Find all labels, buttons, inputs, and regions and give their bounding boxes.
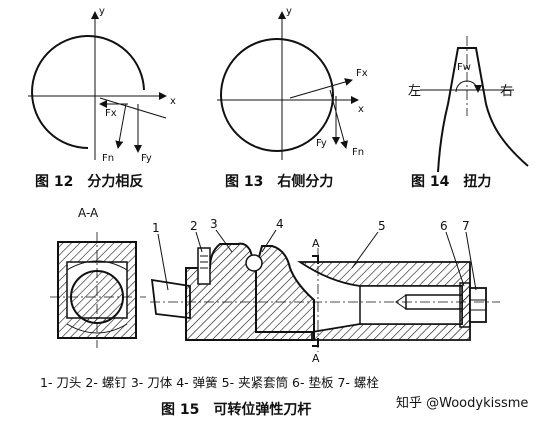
leader-6 [445, 231, 465, 287]
section-bottom-arc [66, 323, 128, 334]
fig14-right-label: 右 [500, 84, 513, 99]
figure-14: Fw 左 右 图 14 扭力 [408, 36, 529, 190]
spring-block [255, 245, 315, 333]
fig12-force-line [99, 97, 167, 119]
leader-7 [465, 231, 477, 291]
fig12-y-label: y [99, 6, 105, 17]
section-mark-bottom [312, 338, 319, 347]
figure-13: y x Fx Fy Fn 图 13 右侧分力 [217, 6, 368, 190]
cutting-head [150, 278, 191, 320]
fig13-y-label: y [286, 6, 292, 17]
fig14-fw-label: Fw [457, 62, 471, 73]
leader-3 [215, 229, 233, 253]
leader-5 [351, 231, 379, 269]
figure-15-toolbar: A A 1 2 3 4 5 6 7 [150, 217, 500, 365]
fig13-fn-label: Fn [352, 147, 364, 158]
section-a-bottom: A [312, 352, 320, 365]
figure-15-section: A-A [50, 206, 146, 348]
part-number-6: 6 [440, 219, 448, 233]
section-top-arc [66, 260, 128, 271]
bolt-head [469, 287, 487, 323]
leader-1 [157, 233, 169, 291]
fig15-section-label: A-A [78, 206, 99, 220]
figure-12: y x Fx Fn Fy 图 12 分力相反 [28, 6, 176, 190]
part-number-3: 3 [210, 217, 218, 231]
part-number-7: 7 [462, 219, 470, 233]
section-mark-top [312, 255, 319, 264]
part-number-5: 5 [378, 219, 386, 233]
fig12-x-label: x [170, 96, 176, 107]
fig14-left-label: 左 [408, 84, 421, 99]
fig15-caption: 图 15 可转位弹性刀杆 [161, 401, 311, 418]
fig13-circle [220, 38, 334, 152]
part-number-1: 1 [152, 221, 160, 235]
fig13-fy-label: Fy [316, 138, 327, 149]
fig12-caption: 图 12 分力相反 [35, 173, 143, 190]
fig12-fx-label: Fx [105, 108, 117, 119]
fig14-caption: 图 14 扭力 [411, 173, 491, 190]
fig13-fx-arrow [289, 78, 353, 99]
leader-4 [261, 229, 277, 253]
screw-head [197, 247, 211, 285]
part-number-4: 4 [276, 217, 284, 231]
fig12-fn-label: Fn [102, 153, 114, 164]
fig14-torque-arc [455, 80, 482, 93]
fig12-fn-arrow [115, 103, 127, 149]
fig12-circle-arc [31, 35, 145, 149]
section-shaft-circle [70, 270, 124, 324]
spring-ball [245, 254, 263, 272]
fig13-caption: 图 13 右侧分力 [225, 173, 333, 190]
fig14-tool-outline [437, 47, 529, 173]
part-number-2: 2 [190, 219, 198, 233]
watermark: 知乎 @Woodykissme [396, 395, 528, 411]
bolt-tip [395, 294, 407, 310]
section-a-top: A [312, 237, 320, 250]
fig13-fn-arrow [329, 89, 348, 149]
fig15-legend: 1- 刀头 2- 螺钉 3- 刀体 4- 弹簧 5- 夹紧套筒 6- 垫板 7-… [40, 375, 379, 390]
fig13-fx-label: Fx [356, 68, 368, 79]
fig12-fy-label: Fy [141, 153, 152, 164]
fig13-x-label: x [358, 104, 364, 115]
leader-2 [195, 231, 203, 253]
clamping-sleeve [297, 261, 471, 341]
washer-plate [459, 282, 471, 328]
